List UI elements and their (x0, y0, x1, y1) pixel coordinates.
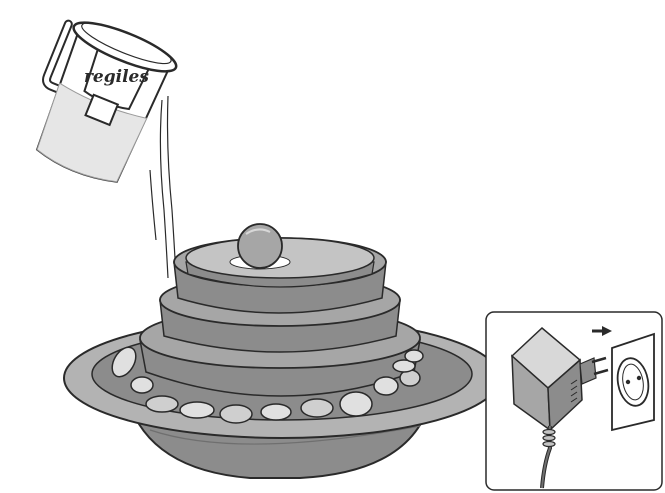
pebble (301, 399, 333, 417)
water-pitcher: regiles (18, 11, 181, 192)
pebble (405, 350, 423, 362)
pebble (261, 404, 291, 420)
pebble (220, 405, 252, 423)
water-stream (150, 96, 176, 278)
pebble (374, 377, 398, 395)
fountain-ball (238, 224, 282, 268)
power-adapter-inset (486, 312, 662, 490)
pebble (131, 377, 153, 393)
pebble (340, 392, 372, 416)
tabletop-fountain (64, 224, 500, 478)
pitcher-brand-text: regiles (84, 67, 149, 87)
wall-socket (612, 334, 654, 430)
pebble (180, 402, 214, 418)
pebble (146, 396, 178, 412)
